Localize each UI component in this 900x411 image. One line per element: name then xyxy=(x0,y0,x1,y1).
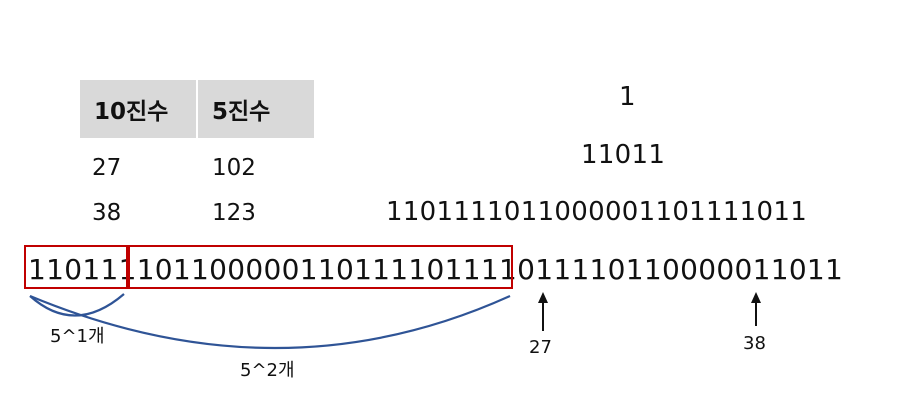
pyramid-level-1: 11011 xyxy=(581,140,666,170)
arc-large-label: 5^2개 xyxy=(240,360,295,381)
bit-block-second: 11011000001101111011 xyxy=(118,253,481,286)
arrow-27-label: 27 xyxy=(529,337,552,358)
arrow-27-icon xyxy=(538,292,548,331)
table-header-base5: 5진수 xyxy=(198,80,314,138)
header-base5-label: 5진수 xyxy=(212,99,271,125)
table-cell: 123 xyxy=(212,200,256,226)
arc-small xyxy=(29,293,125,317)
bit-block-rest: 11011110110000011011 xyxy=(480,253,844,286)
bit-row: 1101111011000001101111011110111101100000… xyxy=(28,253,843,286)
table-cell: 102 xyxy=(212,155,256,181)
header-decimal-label: 10진수 xyxy=(94,99,169,125)
table-cell: 38 xyxy=(92,200,122,226)
table-header-decimal: 10진수 xyxy=(80,80,196,138)
bit-block-first: 11011 xyxy=(28,253,119,286)
arc-small-label: 5^1개 xyxy=(50,326,105,347)
table-cell: 27 xyxy=(92,155,122,181)
arrow-38-icon xyxy=(751,292,761,326)
arc-large xyxy=(29,294,511,350)
pyramid-level-2: 1101111011000001101111011 xyxy=(386,197,808,227)
pyramid-level-0: 1 xyxy=(619,82,636,112)
highlight-box-second xyxy=(128,245,513,289)
arrow-38-label: 38 xyxy=(743,333,766,354)
highlight-box-first xyxy=(24,245,128,289)
